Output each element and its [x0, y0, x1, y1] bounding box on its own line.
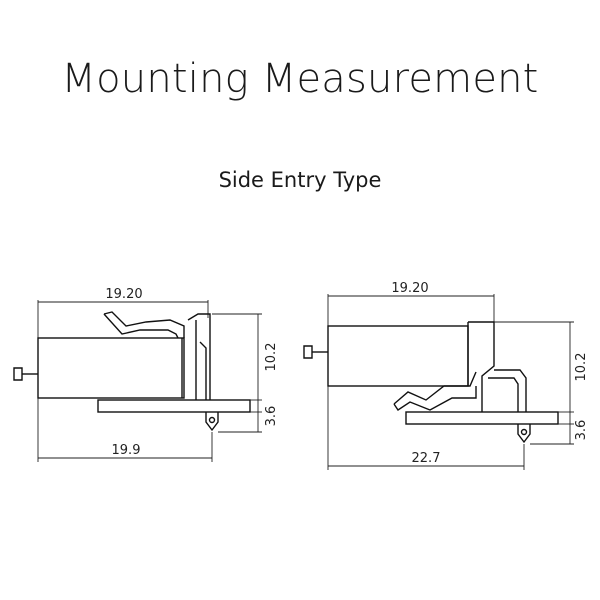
right-dim-height-label: 10.2 — [574, 353, 589, 382]
right-terminal-tail-inner — [488, 377, 519, 412]
right-latch-outer — [393, 371, 477, 405]
left-latch-outer — [103, 311, 185, 338]
left-base-plate — [97, 399, 251, 413]
right-connector-drawing: 19.20 22.7 10.2 3.6 — [303, 281, 589, 470]
left-terminal-bend — [199, 341, 207, 400]
right-pin-stub — [303, 345, 313, 359]
right-latch-inner — [393, 386, 477, 411]
left-mount-hole — [208, 416, 216, 424]
right-dim-bottom-label: 22.7 — [412, 451, 441, 466]
page-title: Mounting Measurement — [61, 56, 539, 102]
right-dim-top-label: 19.20 — [391, 281, 428, 296]
left-mount-post — [205, 412, 219, 432]
left-latch-inner — [103, 313, 179, 339]
left-terminal-outer — [187, 313, 211, 400]
left-connector-drawing: 19.20 19.9 10.2 3.6 — [13, 287, 279, 462]
left-dim-base-label: 3.6 — [264, 406, 279, 427]
left-housing — [37, 337, 185, 399]
left-dim-height-label: 10.2 — [264, 343, 279, 372]
right-base-plate — [405, 411, 559, 425]
left-pin-stub — [13, 367, 23, 381]
right-mount-post — [517, 424, 531, 444]
right-housing — [327, 325, 469, 387]
page-subtitle: Side Entry Type — [218, 168, 382, 192]
left-dim-top-label: 19.20 — [105, 287, 142, 302]
right-terminal-tail-outer — [494, 369, 527, 412]
right-mount-hole — [520, 428, 528, 436]
left-dim-bottom-label: 19.9 — [112, 443, 141, 458]
right-dim-base-label: 3.6 — [574, 420, 589, 441]
right-terminal-block — [468, 321, 495, 412]
